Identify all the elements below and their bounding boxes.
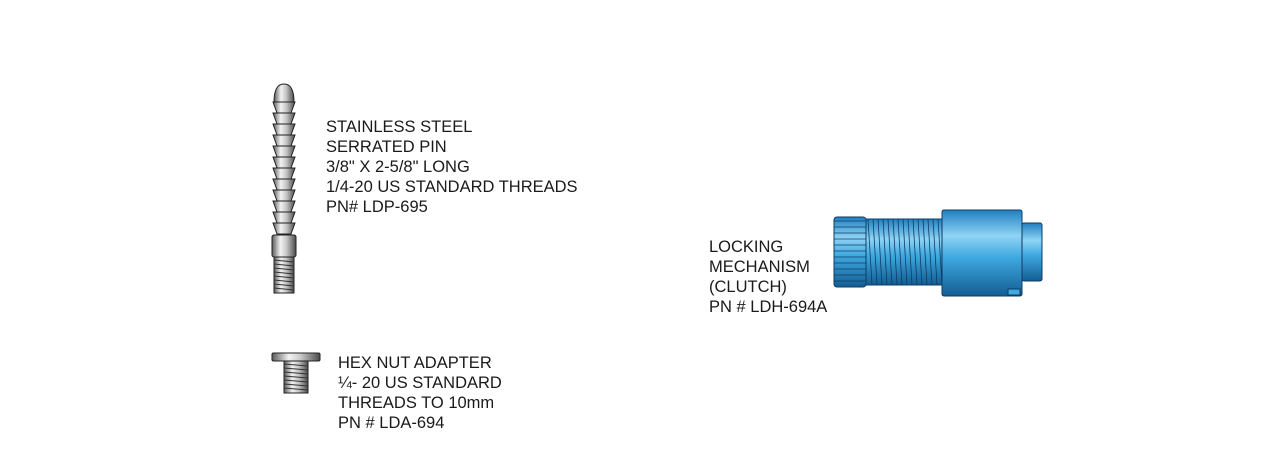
- clutch-label-line-3: (CLUTCH): [709, 278, 787, 296]
- clutch-label: LOCKING MECHANISM (CLUTCH) PN # LDH-694A: [709, 237, 827, 317]
- locking-clutch-illustration: [833, 209, 1043, 297]
- pin-label-line-1: STAINLESS STEEL: [326, 118, 473, 136]
- hex-label-line-2: ¼- 20 US STANDARD: [338, 374, 502, 392]
- serrated-pin-label: STAINLESS STEEL SERRATED PIN 3/8" X 2-5/…: [326, 117, 578, 217]
- clutch-label-line-2: MECHANISM: [709, 258, 810, 276]
- hex-label-line-3: THREADS TO 10mm: [338, 394, 495, 412]
- hex-nut-adapter-label: HEX NUT ADAPTER ¼- 20 US STANDARD THREAD…: [338, 353, 502, 433]
- clutch-label-line-1: LOCKING: [709, 238, 784, 256]
- hex-label-line-4: PN # LDA-694: [338, 414, 445, 432]
- pin-label-line-2: SERRATED PIN: [326, 138, 447, 156]
- serrated-pin-illustration: [271, 83, 297, 294]
- hex-label-line-1: HEX NUT ADAPTER: [338, 354, 492, 372]
- hex-nut-adapter-illustration: [271, 352, 321, 394]
- pin-label-line-4: 1/4-20 US STANDARD THREADS: [326, 178, 578, 196]
- pin-label-line-5: PN# LDP-695: [326, 198, 428, 216]
- clutch-label-line-4: PN # LDH-694A: [709, 298, 828, 316]
- pin-label-line-3: 3/8" X 2-5/8" LONG: [326, 158, 470, 176]
